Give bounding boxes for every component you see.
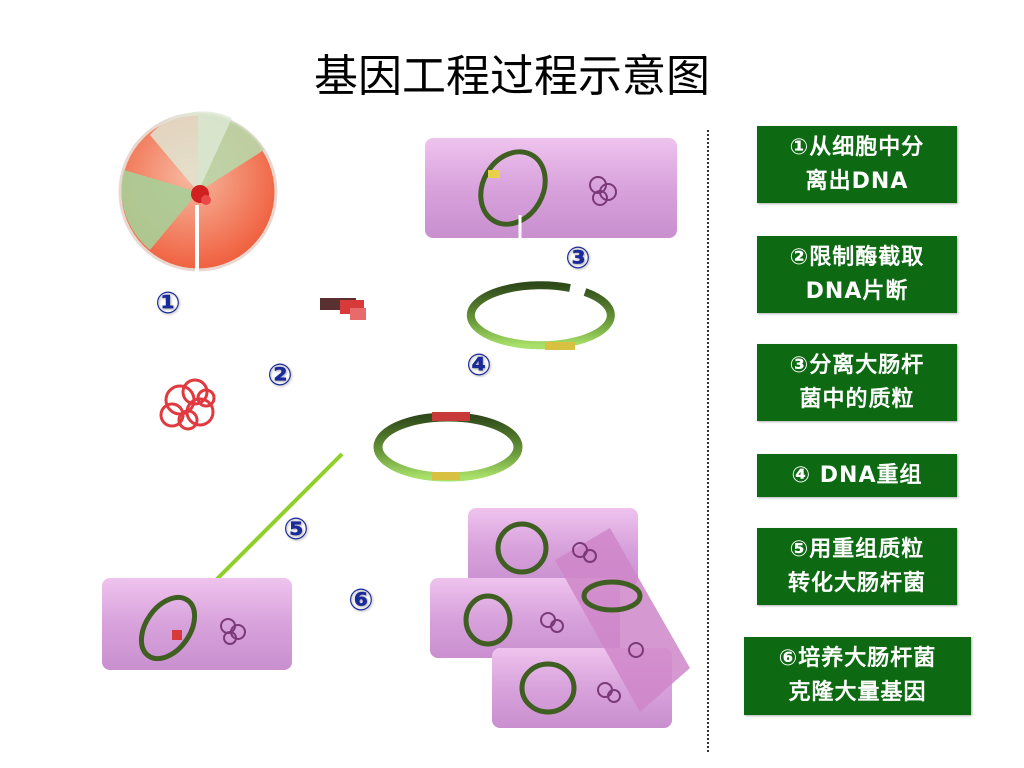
dotted-divider (707, 130, 709, 752)
marker-2: ② (267, 358, 293, 393)
step-2-box: ②限制酶截取 DNA片断 (757, 236, 957, 313)
step-1-label: ①从细胞中分 离出DNA (789, 134, 925, 194)
step-4-label: ④ DNA重组 (791, 462, 923, 488)
cell-illustration (118, 111, 278, 275)
step-5-label: ⑤用重组质粒 转化大肠杆菌 (787, 536, 926, 596)
bacterium-top (425, 138, 677, 238)
step-4-box: ④ DNA重组 (757, 454, 957, 497)
marker-1: ① (155, 286, 181, 321)
marker-4: ④ (466, 348, 492, 383)
step-3-box: ③分离大肠杆 菌中的质粒 (757, 344, 957, 421)
step-6-box: ⑥培养大肠杆菌 克隆大量基因 (744, 637, 971, 715)
step-6-label: ⑥培养大肠杆菌 克隆大量基因 (778, 646, 937, 705)
open-plasmid (466, 281, 615, 350)
marker-3: ③ (565, 241, 591, 276)
step-5-box: ⑤用重组质粒 转化大肠杆菌 (757, 528, 957, 605)
tangled-dna (159, 378, 216, 431)
transformed-bacterium (102, 578, 292, 670)
step-2-label: ②限制酶截取 DNA片断 (789, 244, 925, 304)
cloned-bacteria (430, 508, 690, 728)
marker-6: ⑥ (348, 583, 374, 618)
page-title: 基因工程过程示意图 (314, 51, 710, 102)
marker-5: ⑤ (283, 512, 309, 547)
step-1-box: ①从细胞中分 离出DNA (757, 126, 957, 203)
recombinant-plasmid (373, 412, 523, 482)
dna-fragment (320, 298, 366, 320)
step-3-label: ③分离大肠杆 菌中的质粒 (789, 352, 925, 412)
